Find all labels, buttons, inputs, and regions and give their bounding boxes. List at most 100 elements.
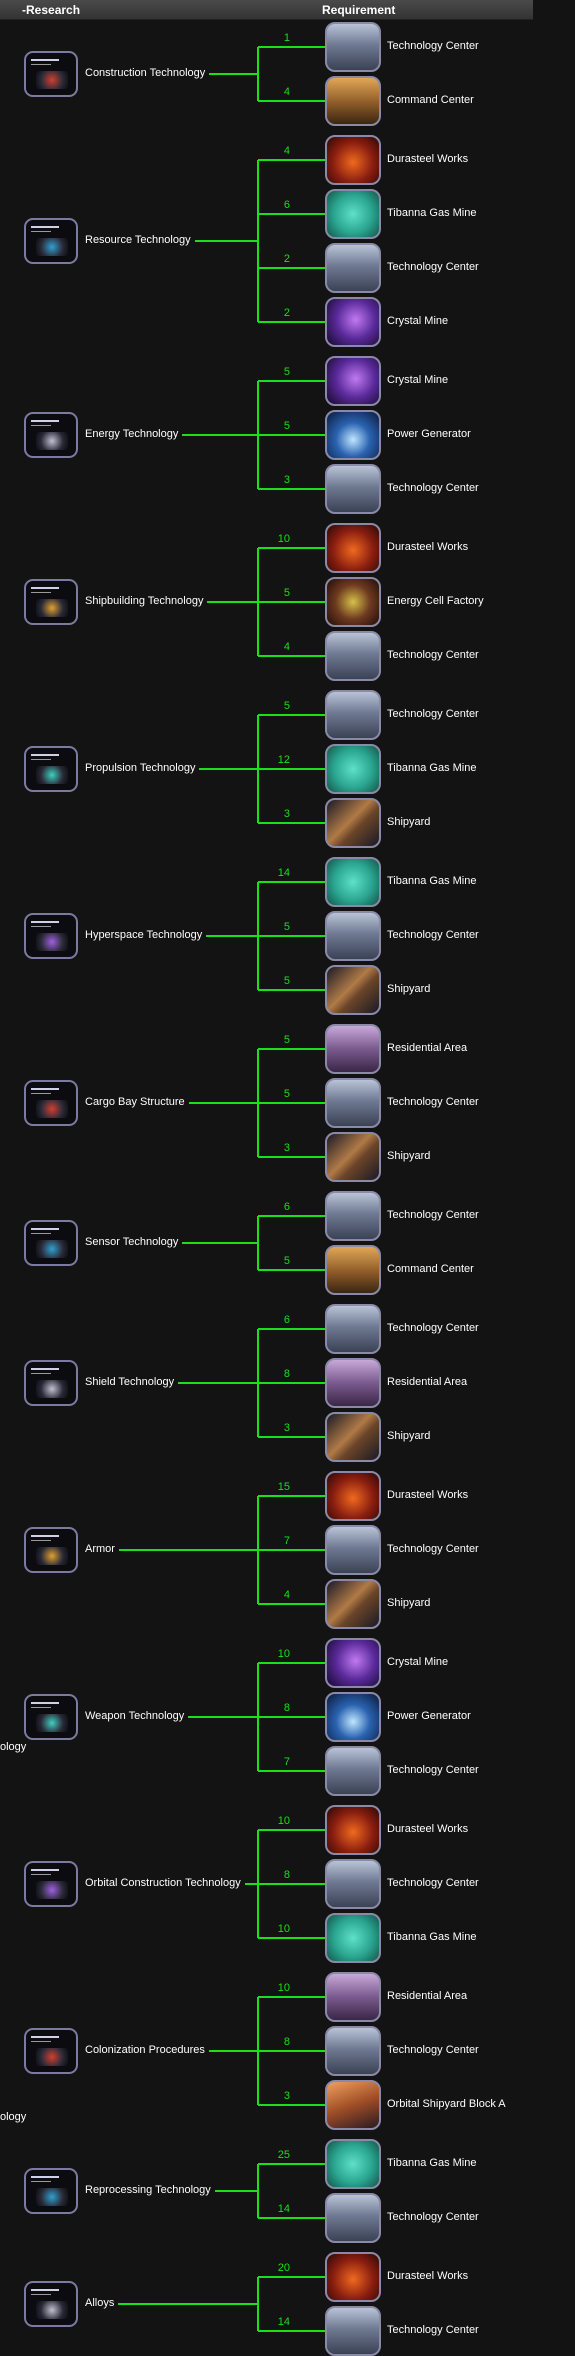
tibanna-gas-mine-icon[interactable]	[325, 2139, 381, 2189]
requirement-building[interactable]: Technology Center	[387, 261, 479, 273]
shipyard-icon[interactable]	[325, 1579, 381, 1629]
command-center-icon[interactable]	[325, 1245, 381, 1295]
requirement-building[interactable]: Residential Area	[387, 1990, 468, 2002]
requirement-building[interactable]: Shipyard	[387, 816, 431, 828]
tibanna-gas-mine-icon[interactable]	[325, 744, 381, 794]
technology-center-icon[interactable]	[325, 2026, 381, 2076]
shipyard-icon[interactable]	[325, 965, 381, 1015]
requirement-building[interactable]: Durasteel Works	[387, 153, 469, 165]
research-thumbnail-icon[interactable]	[24, 2281, 78, 2327]
residential-area-icon[interactable]	[325, 1358, 381, 1408]
technology-center-icon[interactable]	[325, 1304, 381, 1354]
requirement-building[interactable]: Technology Center	[387, 929, 479, 941]
durasteel-works-icon[interactable]	[325, 523, 381, 573]
requirement-building[interactable]: Shipyard	[387, 983, 431, 995]
research-name[interactable]: Construction Technology	[85, 67, 206, 79]
requirement-building[interactable]: Technology Center	[387, 2211, 479, 2223]
requirement-building[interactable]: Tibanna Gas Mine	[387, 762, 477, 774]
requirement-building[interactable]: Residential Area	[387, 1376, 468, 1388]
tibanna-gas-mine-icon[interactable]	[325, 189, 381, 239]
research-thumbnail-icon[interactable]	[24, 1220, 78, 1266]
requirement-building[interactable]: Technology Center	[387, 1096, 479, 1108]
requirement-building[interactable]: Technology Center	[387, 708, 479, 720]
energy-cell-factory-icon[interactable]	[325, 577, 381, 627]
requirement-building[interactable]: Crystal Mine	[387, 315, 449, 327]
technology-center-icon[interactable]	[325, 2306, 381, 2356]
technology-center-icon[interactable]	[325, 1191, 381, 1241]
requirement-building[interactable]: Technology Center	[387, 482, 479, 494]
requirement-building[interactable]: Technology Center	[387, 1543, 479, 1555]
durasteel-works-icon[interactable]	[325, 1471, 381, 1521]
technology-center-icon[interactable]	[325, 1859, 381, 1909]
requirement-building[interactable]: Technology Center	[387, 2324, 479, 2336]
requirement-building[interactable]: Technology Center	[387, 1322, 479, 1334]
requirement-building[interactable]: Durasteel Works	[387, 541, 469, 553]
technology-center-icon[interactable]	[325, 1525, 381, 1575]
research-name[interactable]: Cargo Bay Structure	[85, 1096, 185, 1108]
research-thumbnail-icon[interactable]	[24, 51, 78, 97]
requirement-building[interactable]: Technology Center	[387, 40, 479, 52]
research-name[interactable]: Weapon Technology	[85, 1710, 185, 1722]
orbital-shipyard-icon[interactable]	[325, 2080, 381, 2130]
technology-center-icon[interactable]	[325, 243, 381, 293]
research-thumbnail-icon[interactable]	[24, 746, 78, 792]
requirement-building[interactable]: Command Center	[387, 94, 474, 106]
requirement-building[interactable]: Power Generator	[387, 1710, 471, 1722]
research-name[interactable]: Orbital Construction Technology	[85, 1877, 241, 1889]
research-thumbnail-icon[interactable]	[24, 1861, 78, 1907]
crystal-mine-icon[interactable]	[325, 297, 381, 347]
research-thumbnail-icon[interactable]	[24, 1080, 78, 1126]
research-name[interactable]: Propulsion Technology	[85, 762, 196, 774]
research-thumbnail-icon[interactable]	[24, 1360, 78, 1406]
requirement-building[interactable]: Durasteel Works	[387, 1489, 469, 1501]
research-column-header[interactable]: -Research	[22, 3, 80, 17]
research-thumbnail-icon[interactable]	[24, 913, 78, 959]
tibanna-gas-mine-icon[interactable]	[325, 1913, 381, 1963]
technology-center-icon[interactable]	[325, 631, 381, 681]
crystal-mine-icon[interactable]	[325, 356, 381, 406]
research-name[interactable]: Reprocessing Technology	[85, 2184, 211, 2196]
power-generator-icon[interactable]	[325, 1692, 381, 1742]
requirement-building[interactable]: Orbital Shipyard Block A	[387, 2098, 506, 2110]
requirement-building[interactable]: Tibanna Gas Mine	[387, 875, 477, 887]
requirement-building[interactable]: Technology Center	[387, 649, 479, 661]
requirement-building[interactable]: Crystal Mine	[387, 374, 449, 386]
requirement-building[interactable]: Tibanna Gas Mine	[387, 1931, 477, 1943]
requirement-building[interactable]: Technology Center	[387, 1764, 479, 1776]
residential-area-icon[interactable]	[325, 1972, 381, 2022]
requirement-building[interactable]: Tibanna Gas Mine	[387, 2157, 477, 2169]
shipyard-icon[interactable]	[325, 1412, 381, 1462]
durasteel-works-icon[interactable]	[325, 1805, 381, 1855]
technology-center-icon[interactable]	[325, 464, 381, 514]
research-name[interactable]: Sensor Technology	[85, 1236, 179, 1248]
residential-area-icon[interactable]	[325, 1024, 381, 1074]
research-thumbnail-icon[interactable]	[24, 2168, 78, 2214]
research-name[interactable]: Armor	[85, 1543, 115, 1555]
requirement-building[interactable]: Shipyard	[387, 1430, 431, 1442]
crystal-mine-icon[interactable]	[325, 1638, 381, 1688]
requirement-building[interactable]: Technology Center	[387, 1877, 479, 1889]
power-generator-icon[interactable]	[325, 410, 381, 460]
research-name[interactable]: Shield Technology	[85, 1376, 175, 1388]
requirement-building[interactable]: Residential Area	[387, 1042, 468, 1054]
requirement-building[interactable]: Durasteel Works	[387, 1823, 469, 1835]
research-thumbnail-icon[interactable]	[24, 1527, 78, 1573]
durasteel-works-icon[interactable]	[325, 2252, 381, 2302]
research-thumbnail-icon[interactable]	[24, 218, 78, 264]
research-thumbnail-icon[interactable]	[24, 2028, 78, 2074]
requirement-building[interactable]: Command Center	[387, 1263, 474, 1275]
requirement-building[interactable]: Technology Center	[387, 1209, 479, 1221]
technology-center-icon[interactable]	[325, 1746, 381, 1796]
collapse-toggle[interactable]: -	[22, 3, 26, 17]
research-name[interactable]: Resource Technology	[85, 234, 191, 246]
research-thumbnail-icon[interactable]	[24, 1694, 78, 1740]
technology-center-icon[interactable]	[325, 22, 381, 72]
research-name[interactable]: Hyperspace Technology	[85, 929, 203, 941]
requirement-building[interactable]: Tibanna Gas Mine	[387, 207, 477, 219]
shipyard-icon[interactable]	[325, 798, 381, 848]
research-name[interactable]: Energy Technology	[85, 428, 179, 440]
requirement-building[interactable]: Durasteel Works	[387, 2270, 469, 2282]
research-name[interactable]: Colonization Procedures	[85, 2044, 205, 2056]
requirement-building[interactable]: Shipyard	[387, 1597, 431, 1609]
research-name[interactable]: Alloys	[85, 2297, 115, 2309]
